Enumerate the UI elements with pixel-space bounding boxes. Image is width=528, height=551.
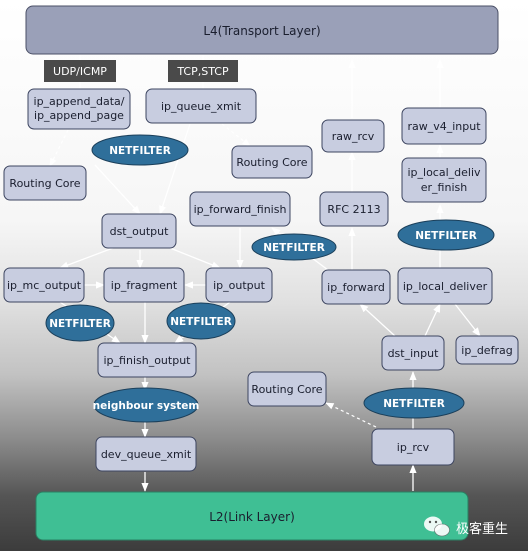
arrow-dst-input-to-local-deliver — [424, 303, 441, 337]
netfilter-forward-label: NETFILTER — [263, 242, 325, 254]
watermark: 极客重生 — [424, 516, 508, 537]
arrow-dst-input-to-forward — [359, 303, 396, 337]
node-ip-append-data: ip_append_data/ ip_append_page — [27, 88, 131, 130]
node-routing-core-mid-label: Routing Core — [236, 156, 307, 169]
node-dst-input: dst_input — [381, 335, 445, 371]
arrow-append-to-dst-output — [94, 164, 141, 215]
arrow-queue-xmit-to-dst-output — [159, 123, 191, 215]
node-routing-core-bottom: Routing Core — [247, 371, 327, 407]
node-local-deliver-finish-line1: ip_local_deliv — [407, 166, 481, 179]
watermark-text: 极客重生 — [456, 521, 508, 537]
link-layer-label: L2(Link Layer) — [209, 510, 295, 524]
node-ip-fragment: ip_fragment — [103, 267, 185, 303]
neighbour-system: neighbour system — [93, 387, 200, 423]
tag-udp-icmp: UDP/ICMP — [44, 60, 116, 82]
netfilter-hook-prerouting: NETFILTER — [363, 387, 465, 419]
node-ip-rcv: ip_rcv — [371, 428, 455, 466]
node-ip-append-line2: ip_append_page — [34, 109, 124, 122]
node-ip-output-label: ip_output — [213, 279, 266, 292]
node-ip-local-deliver-finish: ip_local_deliv er_finish — [401, 157, 487, 203]
netfilter-hook-forward: NETFILTER — [251, 233, 337, 261]
node-ip-defrag: ip_defrag — [455, 335, 519, 365]
node-ip-forward-finish: ip_forward_finish — [189, 191, 291, 227]
transport-layer-label: L4(Transport Layer) — [203, 24, 320, 38]
node-ip-output: ip_output — [205, 267, 273, 303]
node-dev-queue-xmit-label: dev_queue_xmit — [101, 448, 192, 461]
node-rfc-2113: RFC 2113 — [319, 191, 389, 227]
netfilter-prerouting-label: NETFILTER — [383, 398, 445, 410]
arrow-append-to-routing-core — [49, 129, 69, 167]
node-ip-local-deliver: ip_local_deliver — [397, 267, 493, 305]
tag-tcp-stcp: TCP,STCP — [168, 60, 238, 82]
node-ip-finish-output-label: ip_finish_output — [104, 354, 192, 367]
node-ip-forward-finish-label: ip_forward_finish — [194, 203, 287, 216]
node-ip-finish-output: ip_finish_output — [97, 342, 197, 378]
arrow-dst-output-to-mc-output — [59, 247, 114, 269]
node-dev-queue-xmit: dev_queue_xmit — [95, 436, 197, 472]
transport-layer: L4(Transport Layer) — [25, 5, 499, 55]
node-ip-rcv-label: ip_rcv — [397, 441, 430, 454]
netfilter-hook-post-output: NETFILTER — [166, 302, 236, 340]
node-raw-v4-input: raw_v4_input — [401, 107, 487, 145]
netfilter-hook-local-in: NETFILTER — [397, 219, 495, 251]
node-ip-append-line1: ip_append_data/ — [34, 95, 125, 108]
node-dst-output: dst_output — [101, 213, 177, 249]
node-ip-fragment-label: ip_fragment — [111, 279, 178, 292]
node-dst-input-label: dst_input — [388, 347, 440, 360]
netfilter-post-output-label: NETFILTER — [170, 316, 232, 328]
arrow-queue-to-routing-core — [221, 123, 251, 147]
node-ip-mc-output-label: ip_mc_output — [7, 279, 82, 292]
link-layer: L2(Link Layer) — [35, 491, 469, 541]
node-ip-defrag-label: ip_defrag — [461, 344, 512, 357]
node-raw-rcv-label: raw_rcv — [332, 130, 375, 143]
netfilter-hook-local-out: NETFILTER — [91, 134, 189, 166]
node-raw-rcv: raw_rcv — [321, 119, 385, 153]
arrow-dst-output-to-ip-output — [169, 247, 221, 269]
arrow-local-deliver-to-defrag — [454, 303, 481, 337]
node-ip-forward: ip_forward — [321, 269, 391, 305]
node-ip-queue-xmit-label: ip_queue_xmit — [161, 100, 242, 113]
node-routing-core-left: Routing Core — [3, 165, 87, 201]
node-routing-core-mid: Routing Core — [231, 145, 313, 179]
netfilter-post-mc-label: NETFILTER — [49, 318, 111, 330]
netfilter-hook-post-mc: NETFILTER — [45, 304, 115, 342]
wechat-icon — [424, 516, 450, 537]
node-ip-queue-xmit: ip_queue_xmit — [145, 88, 257, 124]
node-routing-core-bottom-label: Routing Core — [251, 383, 322, 396]
node-dst-output-label: dst_output — [110, 225, 169, 238]
netfilter-local-out-label: NETFILTER — [109, 145, 171, 157]
node-ip-forward-label: ip_forward — [327, 281, 385, 294]
tag-udp-label: UDP/ICMP — [53, 65, 107, 78]
node-local-deliver-finish-line2: er_finish — [421, 181, 467, 194]
netfilter-local-in-label: NETFILTER — [415, 230, 477, 242]
neighbour-system-label: neighbour system — [93, 400, 200, 412]
node-ip-mc-output: ip_mc_output — [3, 267, 85, 303]
node-ip-local-deliver-label: ip_local_deliver — [403, 280, 488, 293]
node-raw-v4-input-label: raw_v4_input — [407, 120, 481, 133]
node-rfc-2113-label: RFC 2113 — [327, 203, 380, 216]
tag-tcp-label: TCP,STCP — [176, 65, 229, 78]
node-routing-core-left-label: Routing Core — [9, 177, 80, 190]
